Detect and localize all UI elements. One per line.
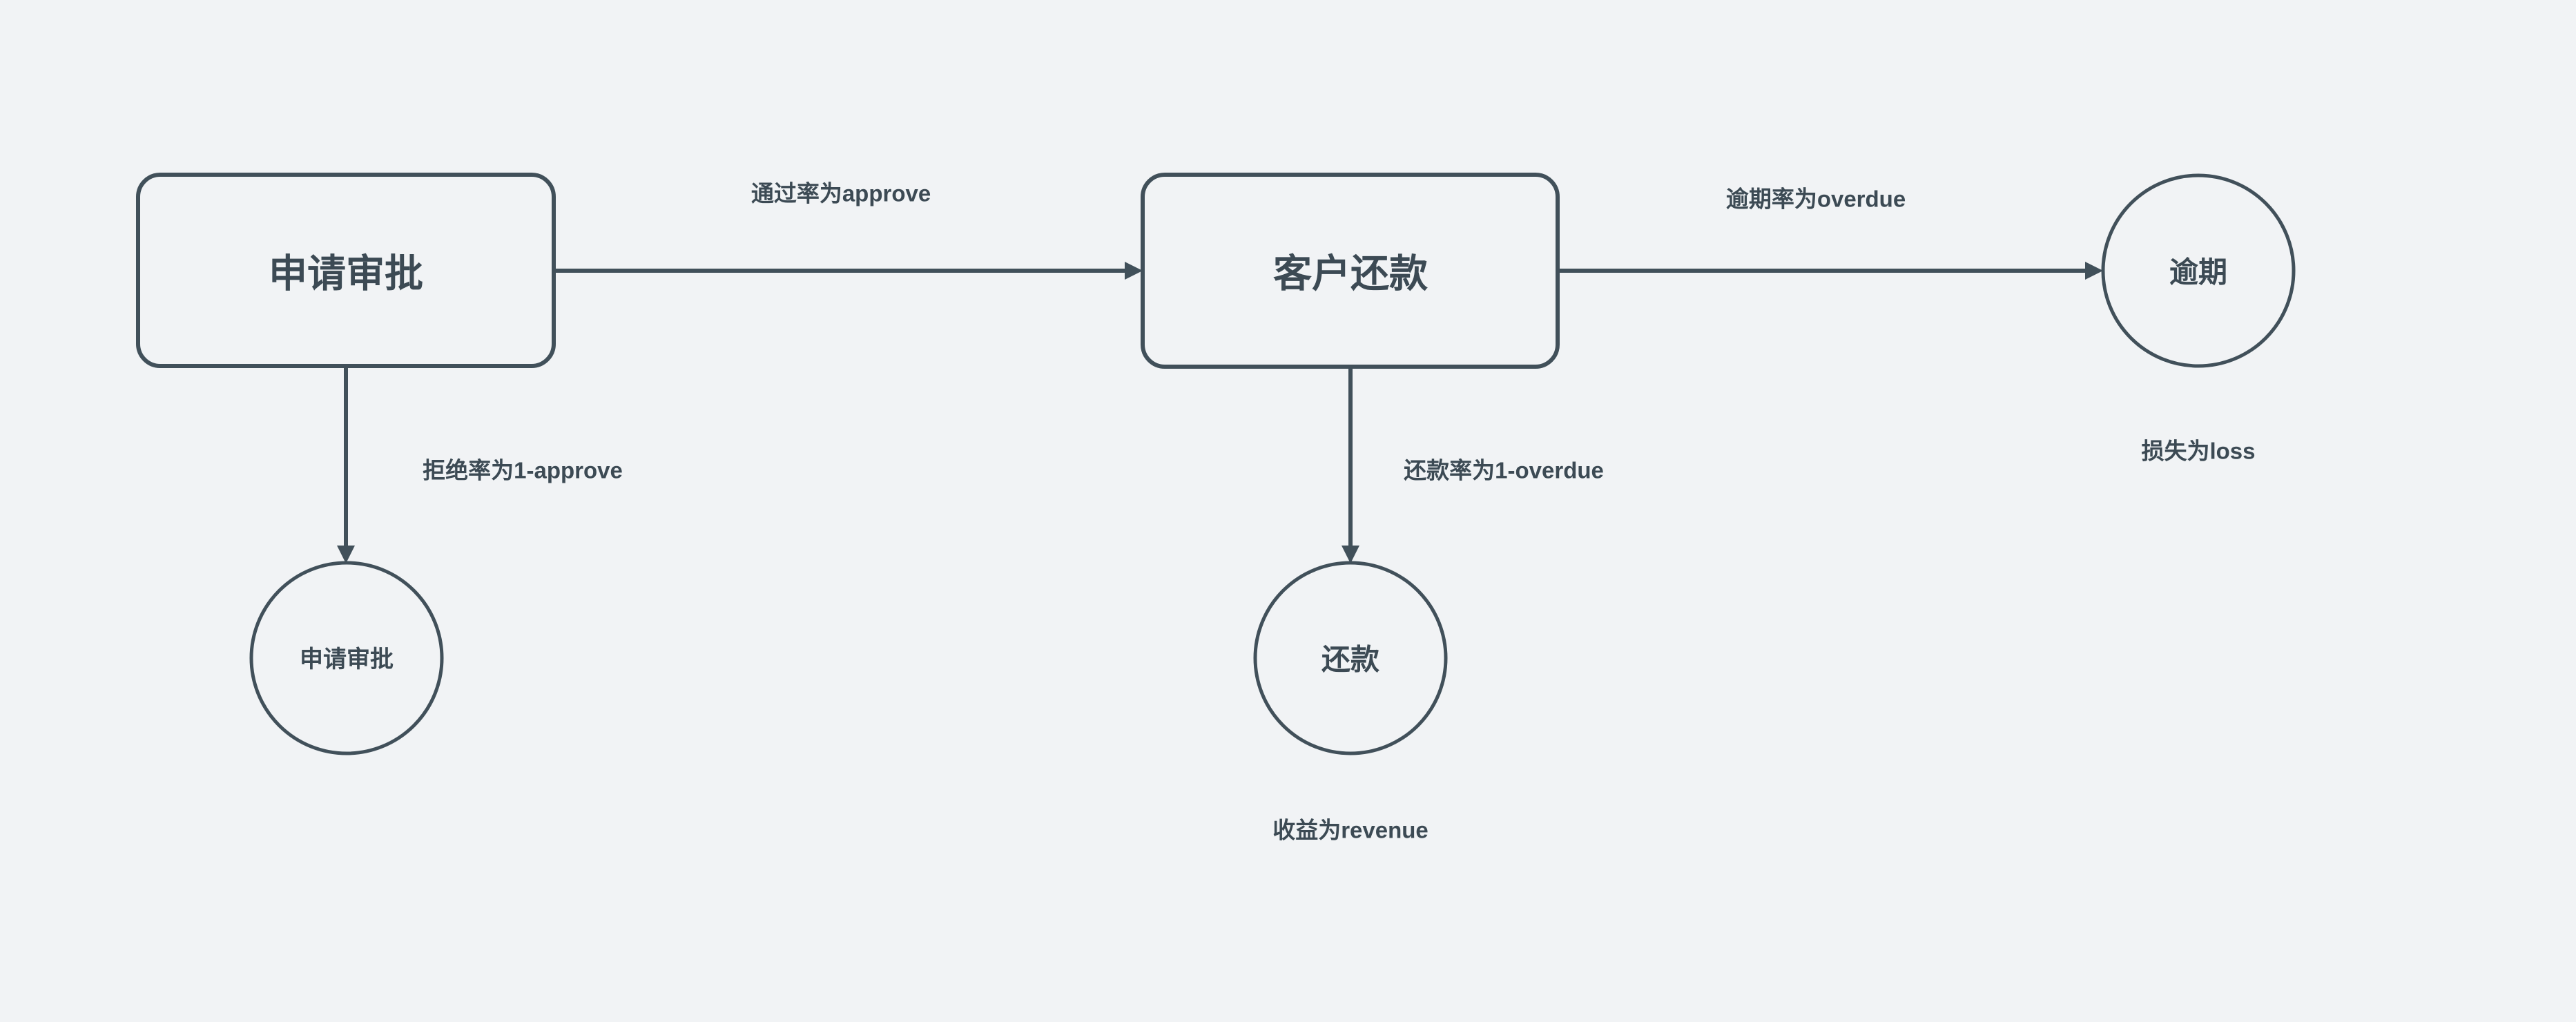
node-repaid-circle[interactable]: 还款	[1253, 561, 1448, 755]
repaid-circle-label: 还款	[1321, 644, 1379, 676]
edge-repay-arrowhead	[1342, 546, 1359, 563]
node-rejected-circle[interactable]: 申请审批	[249, 561, 444, 755]
rejected-circle-shape[interactable]	[249, 561, 444, 755]
edge-reject-arrowhead	[337, 546, 355, 563]
application-review-box-label: 申请审批	[269, 252, 423, 296]
edge-repay: 还款率为1-overdue	[1342, 367, 1604, 563]
rejected-circle-label: 申请审批	[300, 646, 394, 673]
customer-repayment-box-shape[interactable]	[1141, 173, 1560, 369]
edge-reject: 拒绝率为1-approve	[337, 366, 623, 563]
edge-approve-arrowhead	[1125, 262, 1143, 280]
revenue-outcome-caption: 收益为revenue	[1272, 818, 1429, 843]
edge-overdue: 逾期率为overdue	[1558, 186, 2103, 280]
edge-overdue-arrowhead	[2085, 262, 2103, 280]
application-review-box-shape[interactable]	[136, 173, 556, 368]
overdue-circle-shape[interactable]	[2101, 173, 2296, 368]
node-overdue-circle[interactable]: 逾期	[2101, 173, 2296, 368]
node-application-review-box[interactable]: 申请审批	[136, 173, 556, 368]
loss-outcome-caption: 损失为loss	[2141, 438, 2255, 464]
overdue-circle-label: 逾期	[2169, 256, 2227, 289]
edge-overdue-label: 逾期率为overdue	[1726, 186, 1906, 212]
edge-approve-label: 通过率为approve	[751, 181, 931, 206]
node-customer-repayment-box[interactable]: 客户还款	[1141, 173, 1560, 369]
edge-reject-label: 拒绝率为1-approve	[423, 458, 623, 483]
edge-repay-label: 还款率为1-overdue	[1404, 458, 1604, 483]
repaid-circle-shape[interactable]	[1253, 561, 1448, 755]
customer-repayment-box-label: 客户还款	[1273, 252, 1428, 296]
edge-approve: 通过率为approve	[554, 181, 1143, 280]
